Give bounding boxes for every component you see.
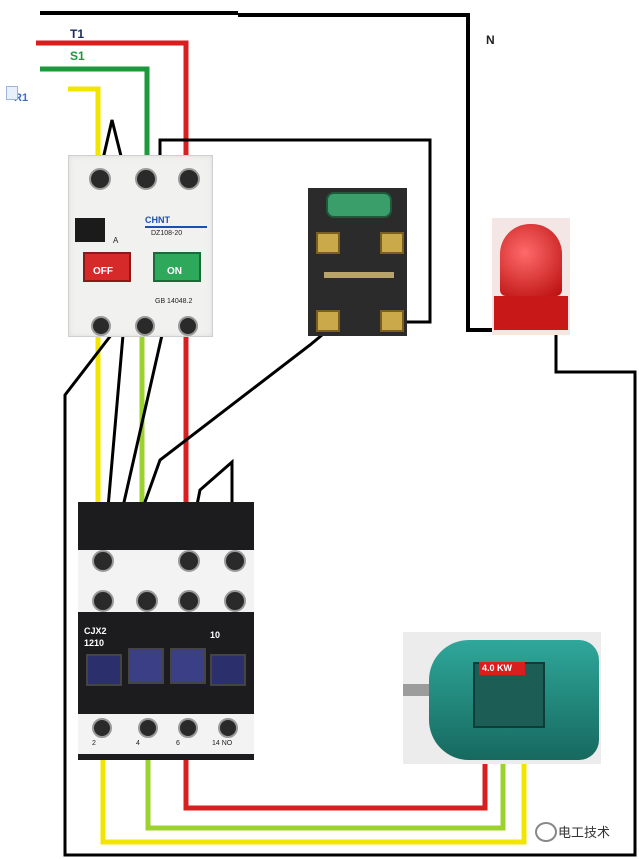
terminal-bottom-2 xyxy=(135,316,155,336)
label-s1: S1 xyxy=(70,49,85,63)
on-button[interactable]: ON xyxy=(153,252,201,282)
off-label: OFF xyxy=(93,266,113,277)
main-terminal-2 xyxy=(136,590,158,612)
bottom-label-2: 4 xyxy=(136,740,140,747)
electric-motor: 4.0 KW xyxy=(403,632,601,764)
wire-t1-red xyxy=(36,40,189,176)
warning-light-dome xyxy=(500,224,562,296)
on-label: ON xyxy=(167,266,182,277)
bottom-terminal-1 xyxy=(92,718,112,738)
warning-light xyxy=(492,218,570,335)
warning-light-base xyxy=(494,296,568,330)
main-terminal-1 xyxy=(92,590,114,612)
screw-terminal-br xyxy=(380,310,404,332)
screw-terminal-tr xyxy=(380,232,404,254)
main-terminal-3 xyxy=(178,590,200,612)
terminal-top-3 xyxy=(178,168,200,190)
off-button[interactable]: OFF xyxy=(83,252,131,282)
bottom-terminal-3 xyxy=(178,718,198,738)
label-n: N xyxy=(486,33,495,47)
contactor-model-1: CJX2 xyxy=(84,626,107,636)
terminal-top-2 xyxy=(135,168,157,190)
screw-terminal-bl xyxy=(316,310,340,332)
contactor-model-2: 1210 xyxy=(84,638,105,648)
aux-terminal-3 xyxy=(224,550,246,572)
model-label: DZ108-20 xyxy=(151,230,183,237)
file-icon xyxy=(6,86,18,100)
current-dial xyxy=(75,218,105,242)
bottom-label-3: 6 xyxy=(176,740,180,747)
watermark-text: 电工技术 xyxy=(558,826,611,841)
coil-window-3 xyxy=(170,648,206,684)
bottom-label-1: 2 xyxy=(92,740,96,747)
push-button-cap[interactable] xyxy=(326,192,392,218)
screw-terminal-tl xyxy=(316,232,340,254)
push-button-switch xyxy=(308,188,407,336)
motor-shaft xyxy=(403,684,431,696)
coil-window-4 xyxy=(210,654,246,686)
label-t1: T1 xyxy=(70,27,85,41)
watermark-icon xyxy=(535,822,557,842)
wire-r1-yellow xyxy=(68,86,101,176)
power-label: 4.0 KW xyxy=(482,663,513,673)
brand-label: CHNT xyxy=(145,215,170,225)
circuit-breaker: A CHNT DZ108-20 OFF ON GB 14048.2 xyxy=(68,155,213,337)
contactor: CJX2 1210 10 2 4 6 14 NO xyxy=(78,502,254,760)
wire-left-return xyxy=(63,329,637,857)
wire-motor-green xyxy=(145,700,506,831)
wire-neutral-feed xyxy=(238,13,500,332)
terminal-bottom-1 xyxy=(91,316,111,336)
amp-label: A xyxy=(113,236,119,245)
brand-line xyxy=(145,226,207,228)
contactor-aux-label: 10 xyxy=(210,630,221,640)
coil-window-2 xyxy=(128,648,164,684)
bottom-terminal-4 xyxy=(218,718,238,738)
contact-bar xyxy=(324,272,394,278)
bottom-terminal-2 xyxy=(138,718,158,738)
terminal-bottom-3 xyxy=(178,316,198,336)
coil-window-1 xyxy=(86,654,122,686)
wire-s1-green xyxy=(40,66,150,176)
aux-terminal-1 xyxy=(92,550,114,572)
standard-label: GB 14048.2 xyxy=(155,298,193,305)
wire-control-top xyxy=(158,138,432,324)
main-terminal-4 xyxy=(224,590,246,612)
aux-terminal-2 xyxy=(178,550,200,572)
terminal-top-1 xyxy=(89,168,111,190)
wire-motor-yellow xyxy=(100,700,527,845)
bottom-label-4: 14 NO xyxy=(212,740,233,747)
power-label-bg xyxy=(479,662,525,675)
